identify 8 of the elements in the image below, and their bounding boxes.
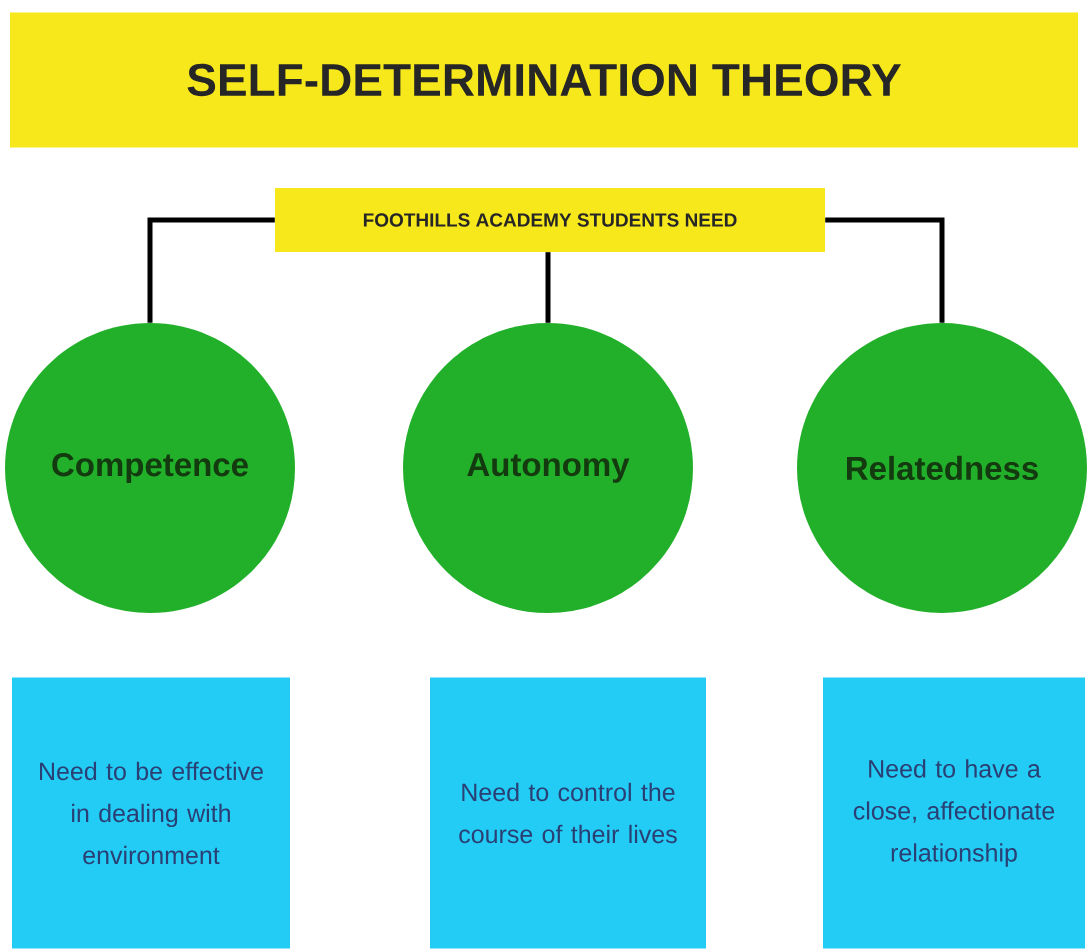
connector-line [147, 217, 275, 323]
description-box: Need to control the course of their lives [430, 677, 706, 949]
connector-line [825, 217, 945, 323]
description-box: Need to be effective in dealing with environment [12, 677, 290, 949]
connector-line [545, 252, 551, 323]
description-box: Need to have a close, affectionate relationship [823, 677, 1085, 949]
title-banner: SELF-DETERMINATION THEORY [10, 12, 1078, 148]
heading-box: FOOTHILLS ACADEMY STUDENTS NEED [275, 188, 825, 252]
